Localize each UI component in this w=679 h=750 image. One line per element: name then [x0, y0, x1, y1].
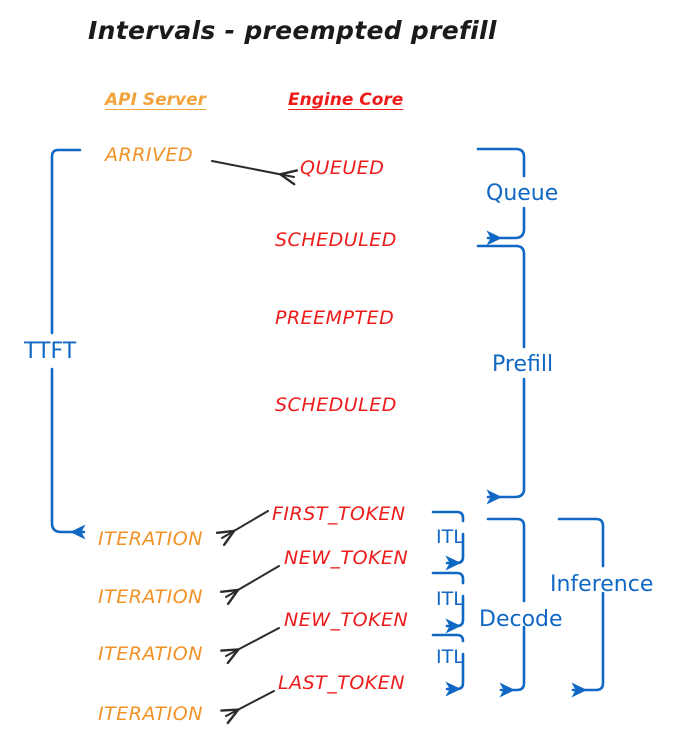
engine-event-new-token-2: NEW_TOKEN	[284, 609, 409, 631]
arrow-arrived-to-queued	[211, 160, 294, 177]
api-event-arrived: ARRIVED	[105, 144, 194, 166]
engine-event-scheduled-2: SCHEDULED	[275, 394, 397, 416]
interval-label-itl-3: ITL	[436, 646, 464, 668]
engine-event-scheduled-1: SCHEDULED	[275, 229, 397, 251]
api-event-iteration-4: ITERATION	[98, 703, 203, 725]
arrow-new-token-to-iteration-1	[226, 565, 280, 597]
engine-event-last-token: LAST_TOKEN	[278, 672, 405, 694]
interval-label-prefill: Prefill	[492, 352, 554, 377]
interval-label-queue: Queue	[486, 181, 559, 206]
interval-label-itl-2: ITL	[436, 588, 464, 610]
engine-event-first-token: FIRST_TOKEN	[272, 503, 406, 525]
interval-label-decode: Decode	[479, 607, 563, 632]
inference-bracket	[557, 517, 605, 698]
page-title: Intervals - preempted prefill	[88, 16, 497, 45]
ttft-bracket	[50, 148, 86, 540]
api-event-iteration-3: ITERATION	[98, 643, 203, 665]
api-event-iteration-2: ITERATION	[98, 586, 203, 608]
state-transition-arrows	[211, 160, 294, 716]
engine-event-new-token-1: NEW_TOKEN	[284, 547, 409, 569]
api-event-iteration-1: ITERATION	[98, 528, 203, 550]
engine-event-preempted: PREEMPTED	[275, 307, 395, 329]
decode-bracket	[486, 517, 526, 698]
prefill-bracket	[476, 244, 526, 505]
arrow-first-token-to-iteration	[222, 510, 269, 538]
interval-label-inference: Inference	[550, 572, 654, 597]
itl-bracket-2	[431, 571, 465, 634]
queue-bracket	[476, 147, 526, 246]
itl-bracket-3	[431, 633, 465, 697]
column-header-api-server: API Server	[105, 90, 207, 110]
engine-event-queued: QUEUED	[300, 157, 385, 179]
arrow-new-token-to-iteration-2	[226, 627, 280, 656]
itl-bracket-1	[431, 510, 465, 571]
column-header-engine-core: Engine Core	[288, 90, 404, 110]
interval-label-ttft: TTFT	[24, 339, 77, 364]
interval-label-itl-1: ITL	[436, 526, 464, 548]
arrow-last-token-to-iteration	[226, 690, 275, 716]
